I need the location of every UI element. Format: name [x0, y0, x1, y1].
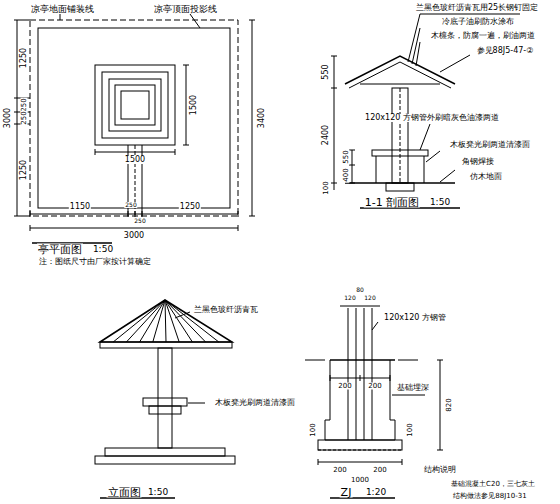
dimension-text: 1500 — [124, 156, 146, 164]
dimension-text: 120 — [343, 295, 356, 301]
material-note: 120x120 方钢管 — [383, 314, 447, 322]
dimension-text: 200 — [367, 383, 382, 390]
material-note: 冷底子油刷防水涂布 — [441, 18, 515, 26]
view-title: 亭平面图 — [37, 244, 83, 255]
drawing-note: 注：图纸尺寸由厂家按计算确定 — [38, 258, 152, 266]
dimension-text: 550 — [322, 63, 330, 80]
plan-view — [6, 14, 255, 243]
dimension-text: 1250 — [20, 159, 28, 181]
dimension-text: 250 — [124, 202, 137, 208]
dimension-text: 1500 — [190, 94, 198, 116]
reference-note: 参见88J5-47-② — [476, 47, 535, 55]
dimension-text: 3400 — [258, 107, 266, 129]
dimension-text: 120 — [363, 295, 376, 301]
roof-hatch — [140, 300, 165, 342]
dimension-text: 250 — [21, 110, 28, 125]
dimension-text: 400 — [343, 167, 350, 182]
dimension-text: 1250 — [179, 203, 201, 211]
leader-note: 基础埋深 — [396, 384, 430, 392]
material-note: 角钢焊接 — [461, 158, 495, 166]
material-note: 木檩条，防腐一遍，刷油两道 — [430, 32, 536, 40]
dimension-text: 250 — [133, 218, 146, 224]
dimension-text: 100 — [323, 180, 330, 195]
material-note: 兰黑色玻纤沥青瓦用25长钢钉固定 — [415, 4, 539, 12]
dimension-text: 200 — [337, 383, 352, 390]
dimension-text: 1150 — [69, 203, 91, 211]
material-note: 木板凳光刷两道清漆面 — [449, 141, 531, 149]
view-scale: 1:50 — [147, 488, 169, 497]
dimension-text: 3000 — [123, 232, 145, 240]
view-scale: 1:50 — [92, 245, 114, 254]
section-view — [331, 14, 520, 208]
structure-note: 基础混凝土C20，三七灰土 — [450, 481, 536, 488]
view-scale: 1:50 — [429, 198, 451, 207]
roof-hatch — [126, 300, 165, 342]
roof-hatch — [165, 300, 179, 342]
dimension-text: 1250 — [20, 47, 28, 69]
dimension-text: 3000 — [4, 107, 12, 129]
dimension-text: 2400 — [322, 124, 330, 146]
material-note: 兰黑色玻纤沥青瓦 — [193, 306, 259, 314]
roof-hatch — [153, 300, 165, 342]
dimension-text: 550 — [343, 149, 350, 164]
roof-hatch — [165, 300, 166, 342]
material-note: 120x120 方钢管外刷暗灰色油漆两道 — [364, 114, 500, 122]
dimension-text: 100 — [407, 422, 414, 437]
view-title: 1-1 剖面图 — [364, 197, 420, 208]
material-note: 木板凳光刷两道清漆面 — [214, 399, 296, 407]
roof-hatch — [113, 300, 165, 342]
dimension-text: 100 — [310, 422, 317, 437]
dimension-text: 80 — [355, 287, 365, 293]
dimension-text: 1000 — [350, 477, 370, 484]
dimension-text: 820 — [446, 397, 453, 412]
view-scale: 1:20 — [365, 488, 387, 497]
dimension-text: 200 — [332, 467, 347, 474]
view-title: 立面图 — [107, 487, 142, 498]
view-title: ZJ — [340, 487, 353, 498]
notes-heading: 结构说明 — [423, 466, 457, 474]
dimension-text: 200 — [372, 467, 387, 474]
roof-hatch — [165, 300, 192, 342]
material-note: 仿木地面 — [469, 173, 503, 181]
leader-note: 凉亭地面铺装线 — [30, 5, 95, 14]
leader-note: 凉亭顶面投影线 — [153, 5, 218, 14]
structure-note: 结构做法参见88J10-31 — [452, 493, 527, 500]
